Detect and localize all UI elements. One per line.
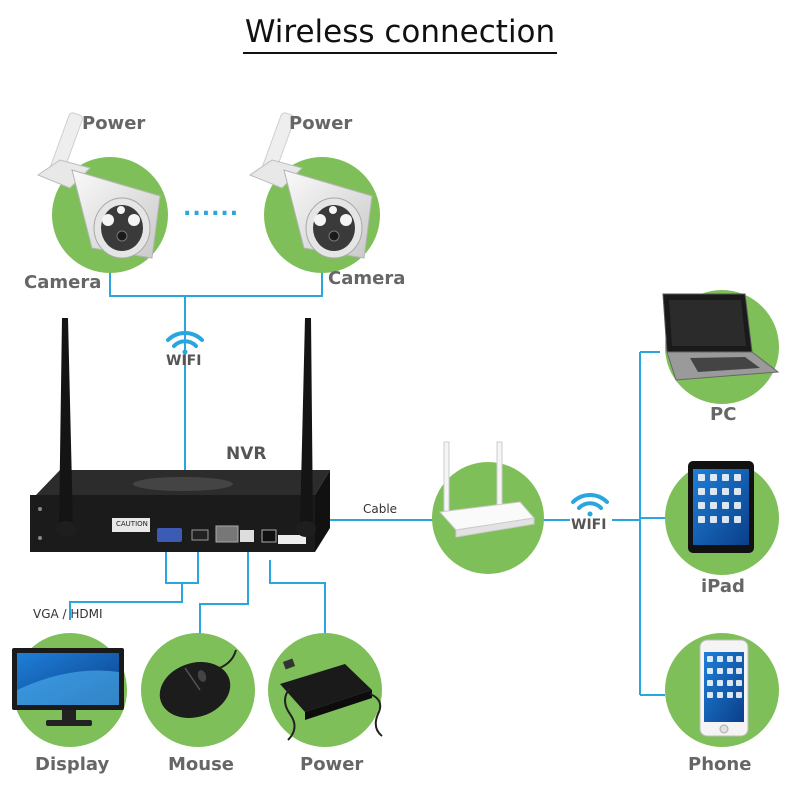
camera-link-line — [109, 270, 323, 297]
nvr-label: NVR — [226, 444, 267, 464]
display-label: Display — [35, 754, 110, 775]
camera-right-label: Camera — [328, 268, 406, 289]
wifi-icon — [571, 492, 609, 517]
connection-lines — [69, 270, 665, 696]
caution-sticker: CAUTION — [116, 520, 148, 528]
power-adapter-icon — [280, 658, 383, 741]
camera-left-label: Camera — [24, 272, 102, 293]
phone-icon — [699, 639, 749, 737]
wifi-icon — [166, 330, 204, 355]
power-label: Power — [300, 754, 364, 775]
more-cameras-dots: ...... — [183, 196, 240, 221]
camera-icon — [248, 112, 373, 259]
mouse-label: Mouse — [168, 754, 235, 775]
page-title: Wireless connection — [0, 14, 800, 54]
nvr-icon — [30, 318, 330, 552]
ipad-label: iPad — [701, 576, 745, 597]
camera-icon — [36, 112, 161, 259]
title-text: Wireless connection — [242, 14, 558, 54]
mouse-icon — [159, 649, 237, 718]
camera-right-power-label: Power — [289, 113, 353, 134]
vga-hdmi-label: VGA / HDMI — [33, 607, 103, 621]
display-branch-line — [69, 583, 183, 620]
nvr-to-power-line — [269, 560, 326, 636]
monitor-icon — [12, 648, 124, 726]
camera-left-power-label: Power — [82, 113, 146, 134]
laptop-icon — [662, 293, 780, 381]
pc-label: PC — [710, 404, 737, 425]
tablet-icon — [688, 461, 754, 553]
phone-label: Phone — [688, 754, 752, 775]
router-icon — [438, 441, 535, 538]
cable-label: Cable — [363, 502, 398, 516]
wifi-devices-label: WIFI — [571, 517, 607, 533]
wifi-cameras-label: WIFI — [166, 353, 202, 369]
nvr-to-mouse-line — [199, 540, 249, 636]
